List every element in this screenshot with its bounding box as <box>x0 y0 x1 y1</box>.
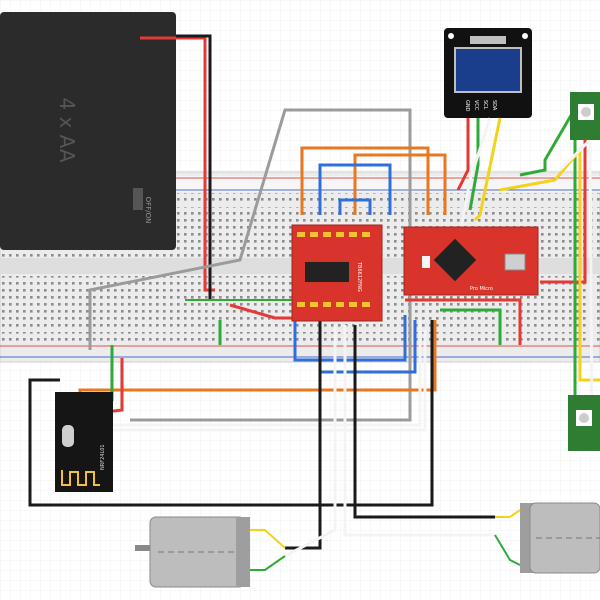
black-wire-radio <box>28 320 434 507</box>
red-wire-right <box>405 298 522 345</box>
oled-yellow-wire <box>473 117 502 222</box>
oled-pin-label: SCL <box>482 100 488 110</box>
battery-switch <box>133 188 143 210</box>
motor-right-white-wire <box>343 325 495 537</box>
neopixel-green-wire <box>519 99 582 395</box>
dc-motor-right <box>520 502 600 574</box>
orange-wire-mid <box>353 153 447 215</box>
battery-pack: 4 x AA OFF/ON <box>0 12 176 250</box>
dc-motor-left <box>135 516 250 588</box>
battery-switch-label: OFF/ON <box>144 197 152 224</box>
motor-left-yellow-lead <box>250 529 286 549</box>
pro-micro-label: Pro Micro <box>470 286 493 292</box>
pro-micro-board: Pro Micro <box>403 226 539 296</box>
oled-pin-label: SDA <box>491 100 497 111</box>
green-wire-right <box>440 308 502 345</box>
orange-wire-top <box>300 146 430 215</box>
oled-display: GND VCC SCL SDA <box>444 28 532 118</box>
battery-black-wire <box>176 34 212 300</box>
battery-label: 4 x AA <box>55 97 79 163</box>
motor-driver-board: TB6612FNG <box>291 224 383 322</box>
motor-right-black-wire <box>353 325 495 519</box>
neopixel-led <box>568 395 600 451</box>
radio-module: NRF24L01 <box>55 392 113 492</box>
motor-driver-label: TB6612FNG <box>356 261 362 292</box>
motor-right-green-lead <box>494 534 521 566</box>
radio-module-label: NRF24L01 <box>100 444 106 470</box>
neopixel-red-wire <box>540 100 587 284</box>
blue-wire-top <box>318 163 392 215</box>
blue-wire-bottom <box>293 315 407 362</box>
oled-green-wire <box>468 118 480 211</box>
oled-red-wire <box>456 118 470 191</box>
motor-left-black-wire <box>285 320 322 550</box>
motor-right-yellow-lead <box>495 509 521 518</box>
neopixel-led <box>570 92 600 140</box>
gray-wire <box>88 108 412 422</box>
motor-left-green-lead <box>250 555 286 571</box>
oled-pin-label: VCC <box>473 100 479 111</box>
oled-white-wire <box>460 117 492 226</box>
motor-left-white-wire <box>284 325 337 558</box>
blue-wire-inner <box>338 198 372 215</box>
oled-pin-label: GND <box>464 100 470 112</box>
